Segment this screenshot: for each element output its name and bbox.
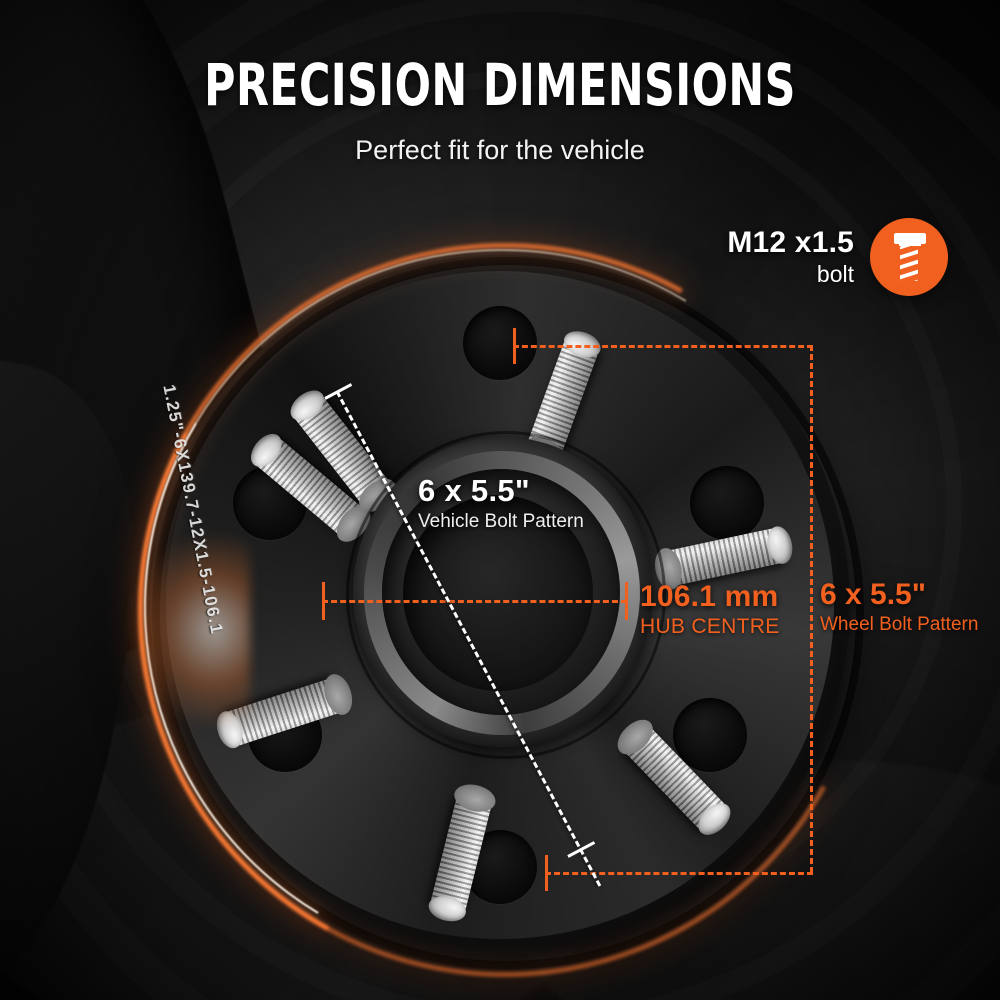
hub-centre-value: 106.1 mm bbox=[640, 580, 779, 613]
wheel-bolt-pattern-value: 6 x 5.5" bbox=[820, 578, 926, 611]
bolt-spec-text: M12 x1.5 bolt bbox=[727, 226, 854, 288]
vehicle-bolt-pattern-value: 6 x 5.5" bbox=[418, 473, 530, 508]
page-subtitle: Perfect fit for the vehicle bbox=[355, 135, 645, 166]
wheel-pattern-bottom-tick bbox=[545, 855, 548, 891]
header: PRECISION DIMENSIONS Perfect fit for the… bbox=[0, 51, 1000, 166]
bolt-spec-value: M12 x1.5 bbox=[727, 226, 854, 259]
wheel-pattern-bottom-line bbox=[545, 872, 813, 875]
hub-centre-label: HUB CENTRE bbox=[640, 615, 780, 638]
accent-glow-hotspot bbox=[130, 535, 250, 725]
vehicle-bolt-pattern-label: Vehicle Bolt Pattern bbox=[418, 511, 584, 532]
wheel-spacer-assembly: 1.25"-6X139.7-12X1.5-106.1 bbox=[51, 156, 959, 1000]
hub-centre-measure-line bbox=[322, 600, 627, 603]
bolt-hole bbox=[673, 698, 747, 772]
wheel-pattern-top-line bbox=[513, 345, 813, 348]
wheel-pattern-top-tick bbox=[513, 328, 516, 364]
wheel-pattern-right-line bbox=[810, 345, 813, 873]
hub-bore-lip bbox=[346, 431, 666, 759]
bolt-hole bbox=[463, 306, 537, 380]
wheel-bolt-pattern-annotation: 6 x 5.5" Wheel Bolt Pattern bbox=[820, 578, 978, 636]
wheel-bolt-pattern-label: Wheel Bolt Pattern bbox=[820, 614, 979, 635]
bolt-spec-badge: M12 x1.5 bolt bbox=[727, 218, 948, 296]
bolt-spec-label: bolt bbox=[816, 261, 854, 287]
bolt-hole bbox=[690, 466, 764, 540]
bolt-icon bbox=[894, 233, 926, 281]
hub-centre-annotation: 106.1 mm HUB CENTRE bbox=[640, 580, 780, 639]
page-title: PRECISION DIMENSIONS bbox=[204, 51, 796, 119]
hub-centre-right-tick bbox=[625, 582, 628, 620]
bolt-icon-circle bbox=[870, 218, 948, 296]
vehicle-bolt-pattern-annotation: 6 x 5.5" Vehicle Bolt Pattern bbox=[418, 473, 584, 533]
hub-centre-left-tick bbox=[322, 582, 325, 620]
